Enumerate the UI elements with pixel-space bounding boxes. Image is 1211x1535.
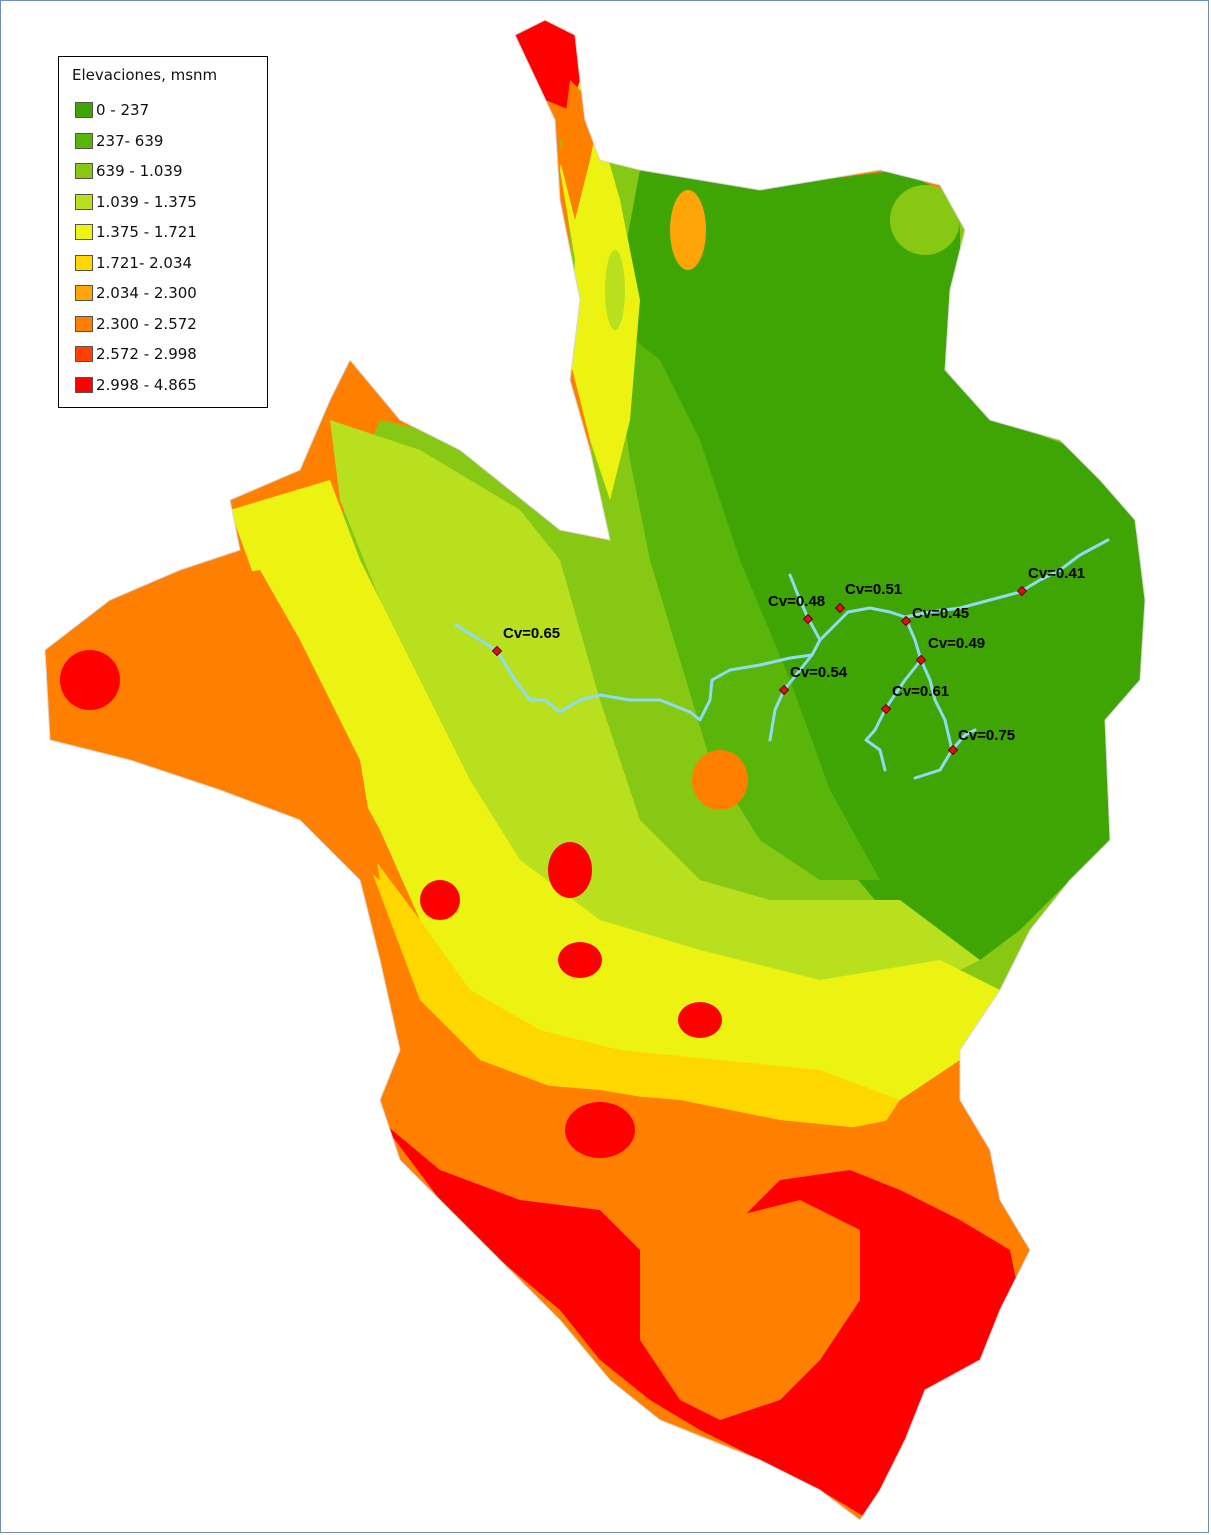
station-marker [915, 654, 927, 666]
legend-item: 0 - 237 [75, 99, 149, 121]
peak-north-ridge [605, 250, 625, 330]
legend-swatch [75, 224, 93, 240]
peak-central-2 [420, 880, 460, 920]
legend-item: 2.034 - 2.300 [75, 282, 197, 304]
legend-item: 1.721- 2.034 [75, 252, 192, 274]
station-marker [834, 602, 846, 614]
legend-swatch [75, 346, 93, 362]
legend-swatch [75, 193, 93, 210]
legend-label: 2.998 - 4.865 [96, 375, 197, 394]
peak-central [548, 842, 592, 898]
legend-label: 0 - 237 [96, 101, 150, 119]
river-main [454, 538, 1110, 722]
station-label: Cv=0.48 [768, 593, 825, 610]
river-east-branch [903, 615, 954, 780]
legend-swatch [75, 376, 93, 393]
river-east-tributary [950, 728, 977, 752]
station-label: Cv=0.54 [790, 664, 848, 681]
legend-label: 237- 639 [96, 131, 164, 150]
hill-nw [890, 185, 960, 255]
zone-orange-west [45, 570, 380, 880]
legend-label: 1.721- 2.034 [96, 253, 193, 272]
legend-label: 1.039 - 1.375 [96, 192, 197, 211]
legend-swatch [75, 315, 93, 332]
legend-item: 237- 639 [75, 130, 163, 152]
peak-east-1 [565, 1102, 635, 1158]
legend-swatch [75, 132, 93, 149]
river-north-branch [788, 573, 822, 642]
legend-swatch [75, 254, 93, 271]
river-sw-branch [864, 658, 923, 772]
legend-title: Elevaciones, msnm [72, 66, 218, 84]
station-label: Cv=0.41 [1028, 565, 1085, 582]
legend: Elevaciones, msnm 0 - 237 237- 639 639 - 1… [58, 56, 268, 408]
legend-swatch [75, 102, 93, 118]
legend-label: 1.375 - 1.721 [96, 223, 197, 241]
station-marker [947, 744, 959, 756]
station-label: Cv=0.49 [928, 635, 985, 652]
station-label: Cv=0.75 [958, 727, 1015, 744]
legend-item: 2.572 - 2.998 [75, 343, 197, 365]
legend-item: 1.039 - 1.375 [75, 191, 197, 213]
legend-label: 2.034 - 2.300 [96, 284, 197, 302]
zone-pale-green [330, 420, 980, 1000]
zone-medium-green [610, 320, 880, 880]
zone-gold [360, 840, 900, 1130]
peak-central-4 [678, 1002, 722, 1038]
station-marker [900, 615, 912, 627]
legend-item: 2.998 - 4.865 [75, 374, 197, 396]
station-marker [802, 613, 814, 625]
station-marker [880, 703, 892, 715]
legend-swatch [75, 285, 93, 301]
station-label: Cv=0.51 [845, 581, 902, 598]
zone-dark-green [610, 170, 1145, 960]
station-marker [491, 645, 503, 657]
station-label: Cv=0.45 [912, 605, 969, 622]
peak-central-5 [692, 750, 748, 810]
zone-red-north [515, 20, 580, 110]
zone-yellow [230, 480, 1000, 1100]
peak-west-1 [60, 650, 120, 710]
station-marker [778, 684, 790, 696]
zone-orange-core [640, 1200, 860, 1420]
station-label: Cv=0.61 [892, 683, 949, 700]
station-marker [1016, 585, 1028, 597]
basin-outline [44, 19, 1146, 1521]
peak-north [670, 190, 706, 270]
legend-label: 639 - 1.039 [96, 162, 183, 180]
legend-item: 639 - 1.039 [75, 160, 183, 182]
station-label: Cv=0.65 [503, 625, 560, 642]
peak-central-3 [558, 942, 602, 978]
legend-item: 1.375 - 1.721 [75, 221, 197, 243]
legend-label: 2.572 - 2.998 [96, 345, 197, 363]
legend-swatch [75, 163, 93, 179]
legend-item: 2.300 - 2.572 [75, 313, 197, 335]
legend-label: 2.300 - 2.572 [96, 314, 197, 333]
